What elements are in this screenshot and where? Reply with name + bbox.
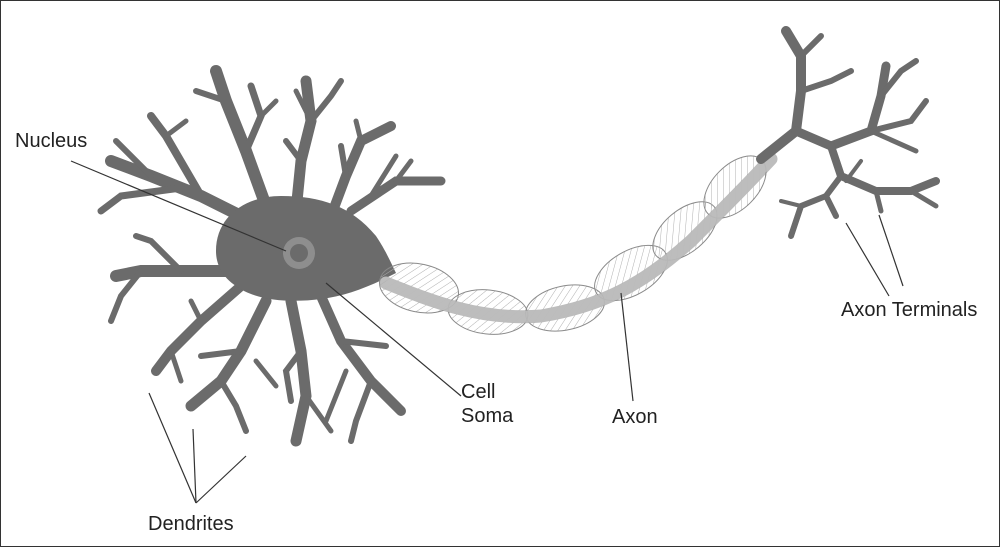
cell-soma-label-line1: Cell <box>461 381 496 403</box>
nucleus-label: Nucleus <box>15 130 88 152</box>
cell-soma-label-line2: Soma <box>461 405 514 427</box>
nucleus-leader <box>70 160 287 252</box>
terminals-leader-1 <box>845 222 890 297</box>
axon-leader <box>620 292 634 402</box>
terminals-leader-2 <box>878 214 904 287</box>
myelin-sheath <box>379 155 772 335</box>
soma-leader <box>325 282 462 397</box>
axon-terminals-label: Axon Terminals <box>841 299 978 321</box>
cell-soma-label: Cell Soma <box>461 380 513 428</box>
axon-label: Axon <box>612 406 658 428</box>
axon-terminals <box>756 26 940 239</box>
dendrites-leader-3 <box>195 455 247 504</box>
dendrites-label: Dendrites <box>148 513 234 535</box>
dendrites-leader-2 <box>192 428 197 504</box>
dendrites <box>97 65 446 447</box>
dendrites-leader-1 <box>148 392 197 504</box>
nucleus <box>283 237 315 269</box>
leader-lines <box>70 160 904 504</box>
